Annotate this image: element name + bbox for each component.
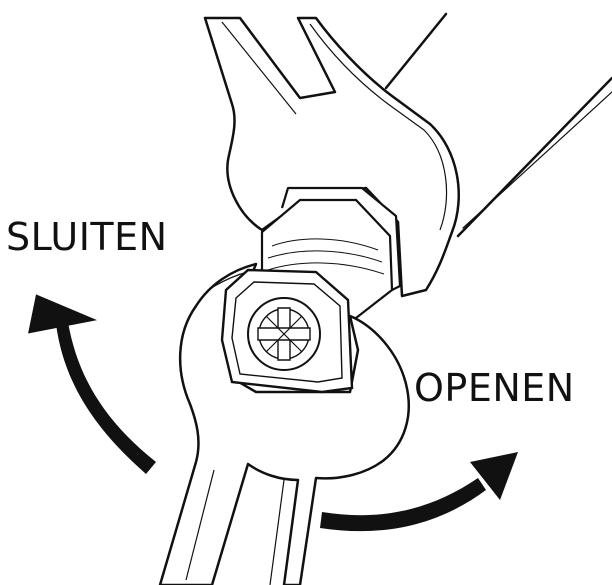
lower-nut-slot-d2	[265, 315, 303, 353]
curved-arrow-counterclockwise-icon	[28, 294, 156, 474]
open-arrow-shaft	[320, 478, 486, 532]
open-label: OPENEN	[414, 366, 575, 410]
lower-nut-inner	[231, 281, 343, 383]
lower-wrench-bevel	[185, 469, 215, 581]
close-arrow-shaft	[56, 322, 156, 474]
close-label: SLUITEN	[6, 215, 168, 259]
upper-wrench-bevel-2	[309, 23, 448, 231]
lower-nut	[220, 268, 354, 394]
pipe-nut-ridge-1	[271, 238, 379, 251]
open-arrow-head	[470, 452, 518, 500]
upper-wrench-handle	[203, 16, 460, 298]
pipe-nut-ridge-2	[267, 250, 383, 263]
pipe	[384, 12, 612, 238]
pipe-bottom-edge	[456, 76, 612, 238]
pipe-nut-ridge-3	[267, 262, 385, 275]
lower-wrench-bevel-2	[269, 479, 285, 585]
close-arrow-head	[28, 294, 98, 334]
curved-arrow-clockwise-icon	[320, 452, 518, 532]
pipe-inner-edge	[462, 91, 612, 229]
pipe-top-edge	[384, 12, 448, 90]
upper-wrench-bevel	[221, 21, 297, 115]
